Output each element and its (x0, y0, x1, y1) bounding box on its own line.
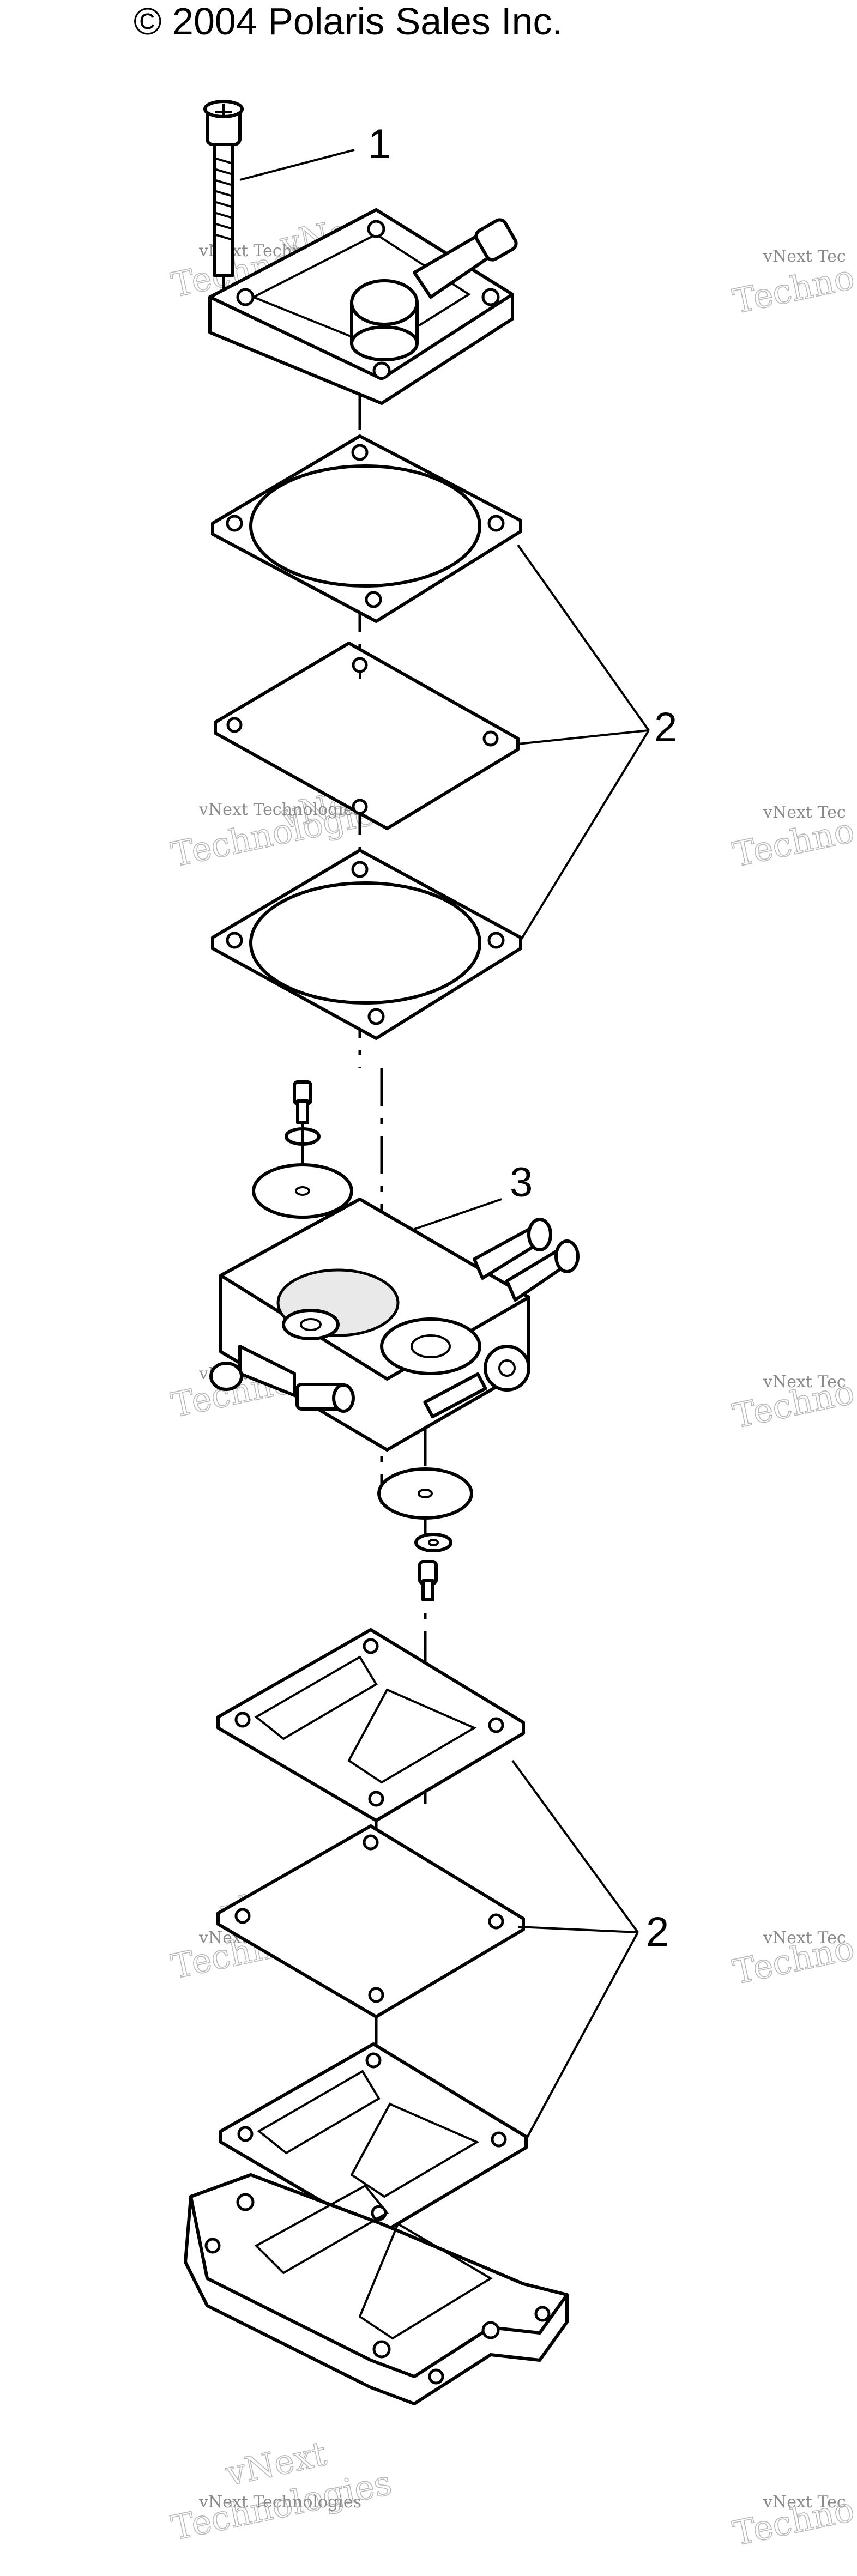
svg-text:vNext Technologies: vNext Technologies (198, 800, 361, 819)
callout-1: 1 (368, 121, 391, 167)
watermark-right-5: vNext Tec Techno (729, 2489, 857, 2554)
screw (203, 100, 244, 305)
watermark-right-4: vNext Tec Techno (729, 1927, 857, 1993)
diaphragm-lower (216, 1824, 525, 2018)
svg-text:vNext Tec: vNext Tec (763, 247, 846, 266)
leader-line-2-bottom-c (525, 1932, 639, 2140)
svg-text:vNext Tec: vNext Tec (763, 1928, 846, 1948)
pump-top-cover (208, 208, 518, 405)
leader-line-2-top-a (517, 544, 650, 731)
check-valve-upper (252, 1080, 353, 1219)
leader-line-2-bottom-b (517, 1926, 638, 1933)
check-valve-lower (377, 1467, 473, 1601)
copyright-notice: © 2004 Polaris Sales Inc. (134, 0, 563, 43)
callout-2-bottom: 2 (646, 1909, 669, 1955)
leader-line-3 (414, 1198, 502, 1230)
leader-line-1-screw (239, 149, 355, 181)
svg-text:vNext Tec: vNext Tec (763, 803, 846, 822)
svg-text:vNext Tec: vNext Tec (763, 2493, 846, 2512)
svg-text:Techno: Techno (729, 257, 857, 321)
gasket-round-lower (211, 849, 522, 1040)
pump-base-plate (184, 2173, 569, 2405)
leader-line-2-top-b (517, 729, 649, 745)
leader-line-2-bottom-a (511, 1759, 639, 1933)
watermark-left-5: Technologies vNext vNext Technologies (167, 2433, 395, 2549)
diaphragm-upper (214, 642, 520, 830)
callout-3: 3 (510, 1159, 533, 1206)
gasket-pocket-upper (216, 1628, 525, 1822)
pump-body (209, 1198, 580, 1452)
svg-text:vNext Technologies: vNext Technologies (198, 2493, 361, 2512)
svg-text:vNext Tec: vNext Tec (763, 1372, 846, 1392)
callout-2-top: 2 (654, 704, 677, 751)
watermark-right-1: vNext Tec Techno (729, 247, 857, 322)
gasket-pocket-lower (219, 2042, 528, 2236)
watermark-right-2: vNext Tec Techno (729, 803, 857, 875)
leader-line-2-top-c (520, 729, 650, 941)
watermark-right-3: vNext Tec Techno (729, 1371, 857, 1437)
gasket-round-upper (211, 434, 522, 623)
